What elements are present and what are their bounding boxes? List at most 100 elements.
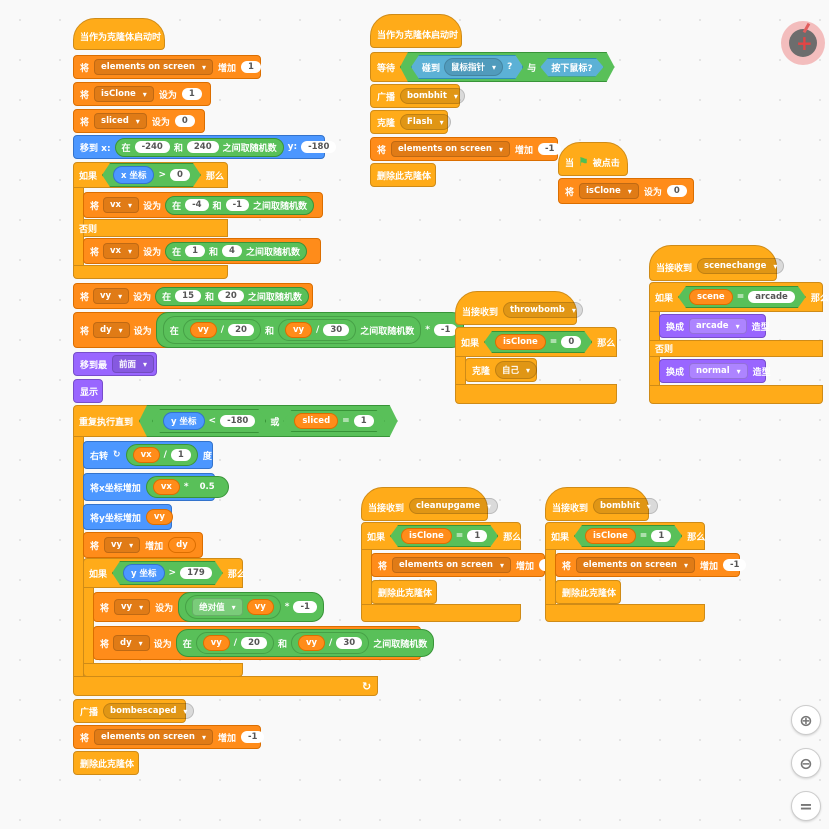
number-input[interactable]: -1: [433, 324, 458, 336]
number-input[interactable]: 0: [170, 169, 190, 181]
abs-reporter[interactable]: 绝对值vy: [185, 595, 281, 619]
variable-dropdown[interactable]: vx: [103, 197, 140, 213]
variable-dropdown[interactable]: sliced: [94, 113, 147, 129]
number-input[interactable]: 1: [354, 415, 374, 427]
variable-reporter[interactable]: vy: [297, 635, 326, 651]
number-input[interactable]: 20: [241, 637, 267, 649]
change-x-block[interactable]: 将x坐标增加 vx*0.5: [83, 473, 229, 501]
variable-dropdown[interactable]: elements on screen: [392, 557, 511, 573]
hat-green-flag[interactable]: 当⚑被点击: [558, 142, 628, 176]
variable-reporter[interactable]: vy: [145, 509, 173, 525]
number-input[interactable]: 1: [170, 449, 191, 461]
number-input[interactable]: 0: [666, 185, 687, 197]
divide-reporter[interactable]: vy/20: [195, 632, 274, 654]
zoom-out-button[interactable]: ⊖: [791, 748, 821, 778]
variable-reporter[interactable]: vy: [189, 322, 217, 338]
variable-dropdown[interactable]: vy: [104, 537, 141, 553]
number-input[interactable]: -1: [240, 731, 265, 743]
number-input[interactable]: 240: [186, 141, 219, 153]
variable-reporter[interactable]: vy: [284, 322, 313, 338]
variable-dropdown[interactable]: vx: [103, 243, 140, 259]
condition-gt[interactable]: x 坐标>0: [102, 163, 201, 187]
switch-costume-block[interactable]: 换成arcade造型: [659, 314, 770, 338]
number-input[interactable]: 15: [175, 290, 201, 302]
number-input[interactable]: 20: [218, 290, 244, 302]
show-block[interactable]: 显示: [73, 379, 103, 403]
variable-dropdown[interactable]: elements on screen: [94, 59, 213, 75]
message-dropdown[interactable]: bombhit: [593, 498, 658, 514]
multiply-reporter[interactable]: 绝对值vy*-1: [178, 592, 324, 622]
message-dropdown[interactable]: throwbomb: [503, 302, 583, 318]
condition-lt[interactable]: y 坐标<-180: [152, 409, 266, 433]
variable-dropdown[interactable]: vy: [93, 288, 130, 304]
variable-reporter[interactable]: dy: [168, 537, 196, 553]
condition-eq[interactable]: sliced=1: [283, 410, 384, 432]
set-var-block[interactable]: 将isClone设为0: [558, 178, 694, 204]
number-input[interactable]: 1: [181, 88, 202, 100]
condition-eq[interactable]: isClone=1: [574, 525, 682, 547]
variable-reporter[interactable]: vy: [246, 599, 274, 615]
variable-reporter[interactable]: vx: [152, 479, 180, 495]
variable-reporter[interactable]: sliced: [294, 413, 338, 429]
number-input[interactable]: 0: [174, 115, 195, 127]
touching-dropdown[interactable]: 鼠标指针: [444, 58, 503, 76]
number-input[interactable]: 4: [222, 245, 242, 257]
text-input[interactable]: arcade: [748, 291, 795, 303]
number-input[interactable]: 1: [467, 530, 487, 542]
multiply-reporter[interactable]: vx*0.5: [145, 476, 229, 498]
y-position-reporter[interactable]: y 坐标: [123, 564, 165, 582]
variable-dropdown[interactable]: dy: [113, 635, 150, 651]
delete-clone-block[interactable]: 删除此克隆体: [371, 580, 437, 604]
number-input[interactable]: 20: [228, 324, 254, 336]
variable-dropdown[interactable]: isClone: [579, 183, 639, 199]
number-input[interactable]: 30: [336, 637, 363, 649]
variable-dropdown[interactable]: elements on screen: [94, 729, 213, 745]
variable-reporter[interactable]: vy: [202, 635, 230, 651]
clone-dropdown[interactable]: Flash: [400, 114, 451, 130]
change-var-block[interactable]: 将vy增加dy: [83, 532, 203, 558]
set-var-block[interactable]: 将dy设为 在 vy/20 和 vy/30 之间取随机数: [93, 626, 435, 660]
number-input[interactable]: -1: [722, 559, 747, 571]
variable-reporter[interactable]: vx: [132, 447, 160, 463]
turn-right-block[interactable]: 右转↻ vx/1 度: [83, 441, 213, 469]
variable-dropdown[interactable]: elements on screen: [391, 141, 510, 157]
delete-clone-block[interactable]: 删除此克隆体: [73, 751, 139, 775]
message-dropdown[interactable]: bombhit: [400, 88, 465, 104]
zoom-reset-button[interactable]: =: [791, 791, 821, 821]
set-var-block[interactable]: 将vy设为 绝对值vy*-1: [93, 592, 324, 622]
set-var-block[interactable]: 将isClone设为1: [73, 82, 211, 106]
number-input[interactable]: -240: [134, 141, 170, 153]
sprite-bomb-icon[interactable]: [781, 21, 825, 65]
variable-dropdown[interactable]: dy: [93, 322, 130, 338]
number-input[interactable]: -1: [537, 143, 562, 155]
number-input[interactable]: -1: [225, 199, 250, 211]
layer-dropdown[interactable]: 前面: [112, 355, 155, 373]
variable-reporter[interactable]: scene: [689, 289, 733, 305]
variable-dropdown[interactable]: elements on screen: [576, 557, 695, 573]
go-to-layer-block[interactable]: 移到最前面: [73, 352, 157, 376]
number-input[interactable]: 1: [651, 530, 671, 542]
message-dropdown[interactable]: cleanupgame: [409, 498, 499, 514]
variable-reporter[interactable]: isClone: [401, 528, 452, 544]
costume-dropdown[interactable]: arcade: [689, 318, 747, 334]
switch-costume-block[interactable]: 换成normal造型: [659, 359, 771, 383]
random-reporter[interactable]: 在 vy/20 和 vy/30 之间取随机数: [175, 629, 435, 657]
number-input[interactable]: -4: [185, 199, 209, 211]
variable-dropdown[interactable]: vy: [114, 599, 151, 615]
divide-reporter[interactable]: vx/1: [125, 444, 198, 466]
